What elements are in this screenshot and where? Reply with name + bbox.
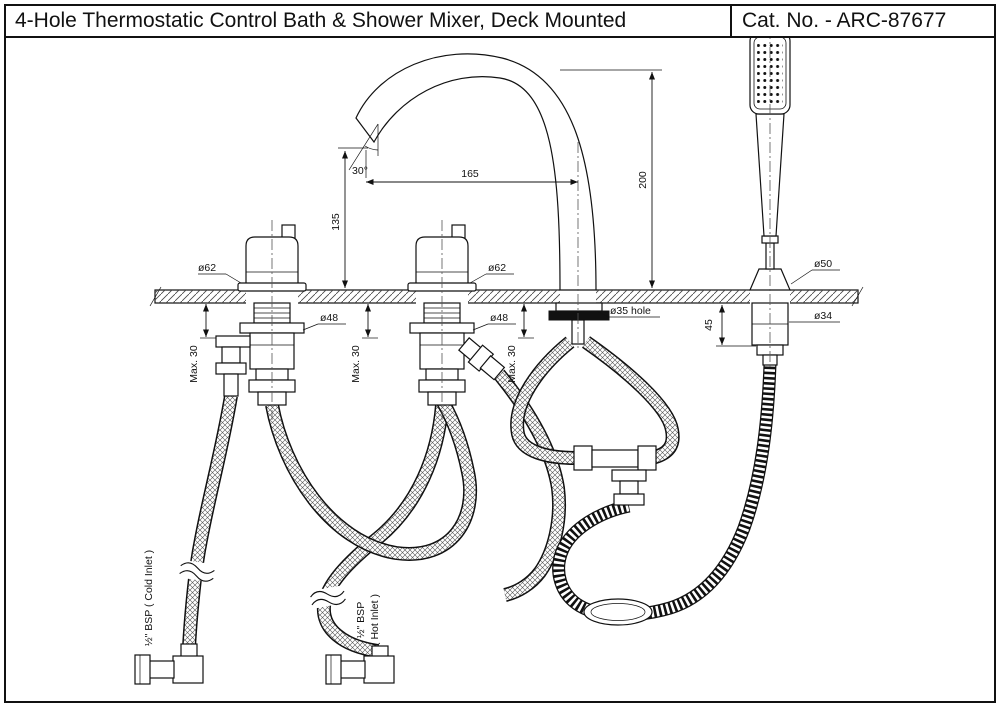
label-max30-right: Max. 30 <box>506 345 518 383</box>
label-hot-inlet-2: ( Hot Inlet ) <box>369 594 381 646</box>
label-max30-left: Max. 30 <box>188 345 200 383</box>
label-dim-135: 135 <box>330 213 342 231</box>
label-angle-30: 30° <box>352 165 368 177</box>
drawing-area: 135 165 200 30° ø62 <box>6 38 994 701</box>
label-max30-mid: Max. 30 <box>350 345 362 383</box>
dimensions: 135 165 200 30° ø62 <box>143 69 840 646</box>
hose-break-left <box>179 559 216 583</box>
label-cold-inlet: ½" BSP ( Cold Inlet ) <box>143 550 155 646</box>
label-dia48-right: ø48 <box>490 312 508 324</box>
diverter <box>548 302 610 345</box>
tee-assembly <box>573 445 657 506</box>
label-dim-45: 45 <box>703 319 715 331</box>
label-dia34: ø34 <box>814 310 832 322</box>
title-block: 4-Hole Thermostatic Control Bath & Showe… <box>6 6 994 38</box>
hose-slider <box>583 598 653 626</box>
label-dim-200: 200 <box>637 171 649 189</box>
technical-drawing: 135 165 200 30° ø62 <box>134 38 864 685</box>
drawing-title: 4-Hole Thermostatic Control Bath & Showe… <box>6 6 732 36</box>
angled-connector <box>458 337 506 381</box>
label-hot-inlet-1: ½" BSP <box>355 602 367 638</box>
deck <box>149 286 864 307</box>
left-valve <box>215 224 307 406</box>
label-dia35-hole: ø35 hole <box>610 305 651 317</box>
label-dia62-right: ø62 <box>488 262 506 274</box>
cold-inlet-elbow <box>134 643 204 685</box>
spout <box>355 53 597 291</box>
label-dia62-left: ø62 <box>198 262 216 274</box>
label-dim-165: 165 <box>461 168 479 180</box>
centerlines <box>271 38 771 420</box>
flexible-hoses <box>179 336 777 658</box>
hose-break-right <box>309 585 347 609</box>
label-dia48-left: ø48 <box>320 312 338 324</box>
label-dia50: ø50 <box>814 258 832 270</box>
sheet-border: 4-Hole Thermostatic Control Bath & Showe… <box>4 4 996 703</box>
catalog-number: Cat. No. - ARC-87677 <box>742 9 947 32</box>
hot-inlet-elbow <box>325 645 395 685</box>
